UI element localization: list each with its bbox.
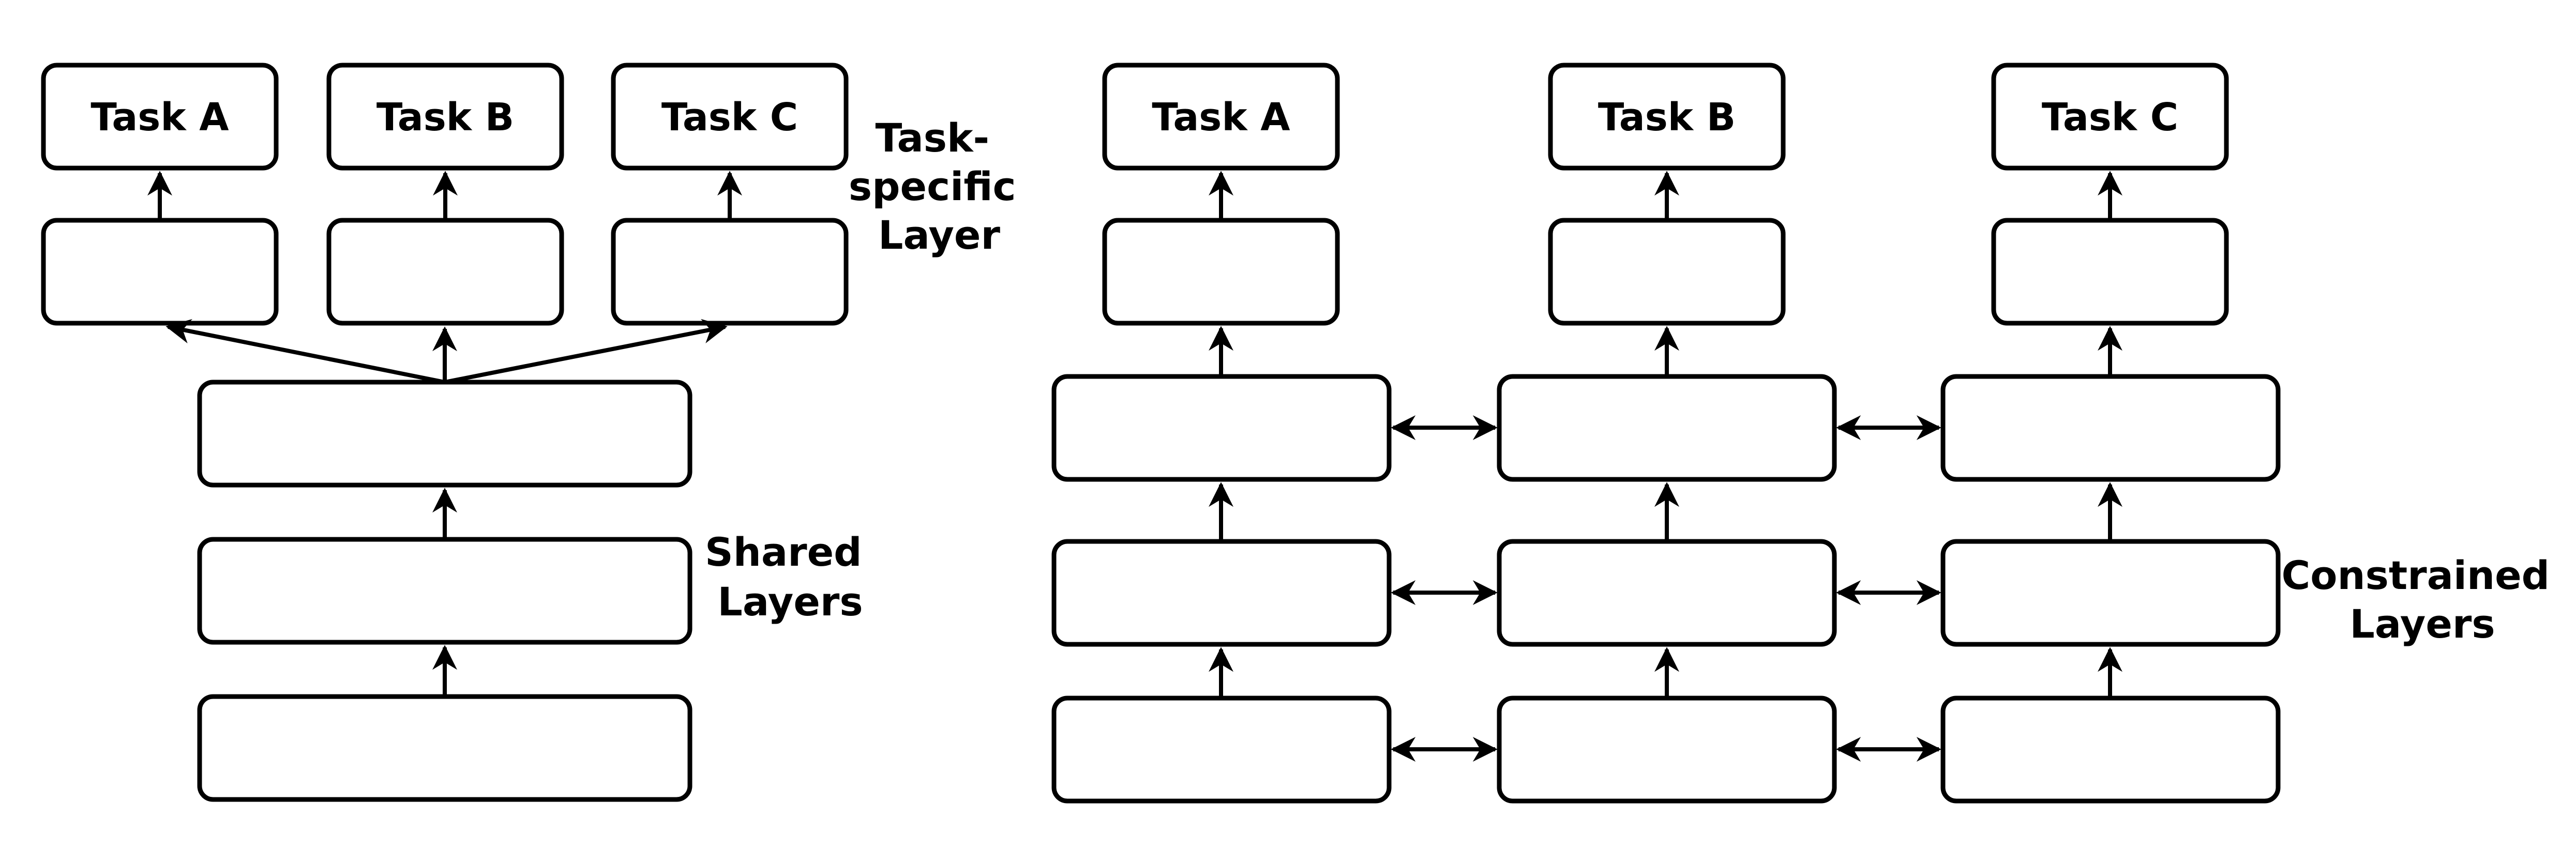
left-task-specific-box-a <box>41 218 279 326</box>
right-task-specific-box-a <box>1102 218 1340 326</box>
constrained-b-row2 <box>1497 539 1837 647</box>
hard-sharing-panel: Task A Task B Task C Task- specific Laye… <box>41 63 1030 802</box>
right-task-a-label: Task A <box>1152 95 1290 140</box>
right-task-c-box <box>1991 63 2229 171</box>
task-specific-label: Task- specific Layer <box>849 115 1030 258</box>
right-task-a-box <box>1102 63 1340 171</box>
left-shared-box-middle <box>197 537 692 645</box>
right-task-specific-box-b <box>1548 218 1786 326</box>
right-task-c-label: Task C <box>2042 95 2178 140</box>
constrained-c-row3 <box>1940 696 2281 804</box>
left-task-c-label: Task C <box>661 95 798 140</box>
left-task-b-box <box>326 63 564 171</box>
left-branch-arrow-a <box>165 319 445 384</box>
constrained-layers-label: Constrained Layers <box>2282 552 2564 647</box>
constrained-a-row2 <box>1051 539 1392 647</box>
left-shared-box-top <box>197 380 692 488</box>
constrained-a-row1 <box>1051 374 1392 482</box>
constrained-a-row3 <box>1051 696 1392 804</box>
left-shared-box-bottom <box>197 694 692 802</box>
left-task-a-label: Task A <box>91 95 229 140</box>
left-task-c-box <box>611 63 849 171</box>
constrained-c-row1 <box>1940 374 2281 482</box>
right-task-b-box <box>1548 63 1786 171</box>
right-task-b-label: Task B <box>1598 95 1736 140</box>
left-task-specific-box-c <box>611 218 849 326</box>
shared-layers-label: Shared Layers <box>705 529 876 625</box>
left-task-b-label: Task B <box>376 95 514 140</box>
left-task-a-box <box>41 63 279 171</box>
constrained-b-row3 <box>1497 696 1837 804</box>
left-branch-arrow-c <box>444 319 728 384</box>
constrained-c-row2 <box>1940 539 2281 647</box>
constrained-b-row1 <box>1497 374 1837 482</box>
right-task-specific-box-c <box>1991 218 2229 326</box>
soft-sharing-panel: Task A Task B Task C <box>1051 63 2564 804</box>
left-task-specific-box-b <box>326 218 564 326</box>
